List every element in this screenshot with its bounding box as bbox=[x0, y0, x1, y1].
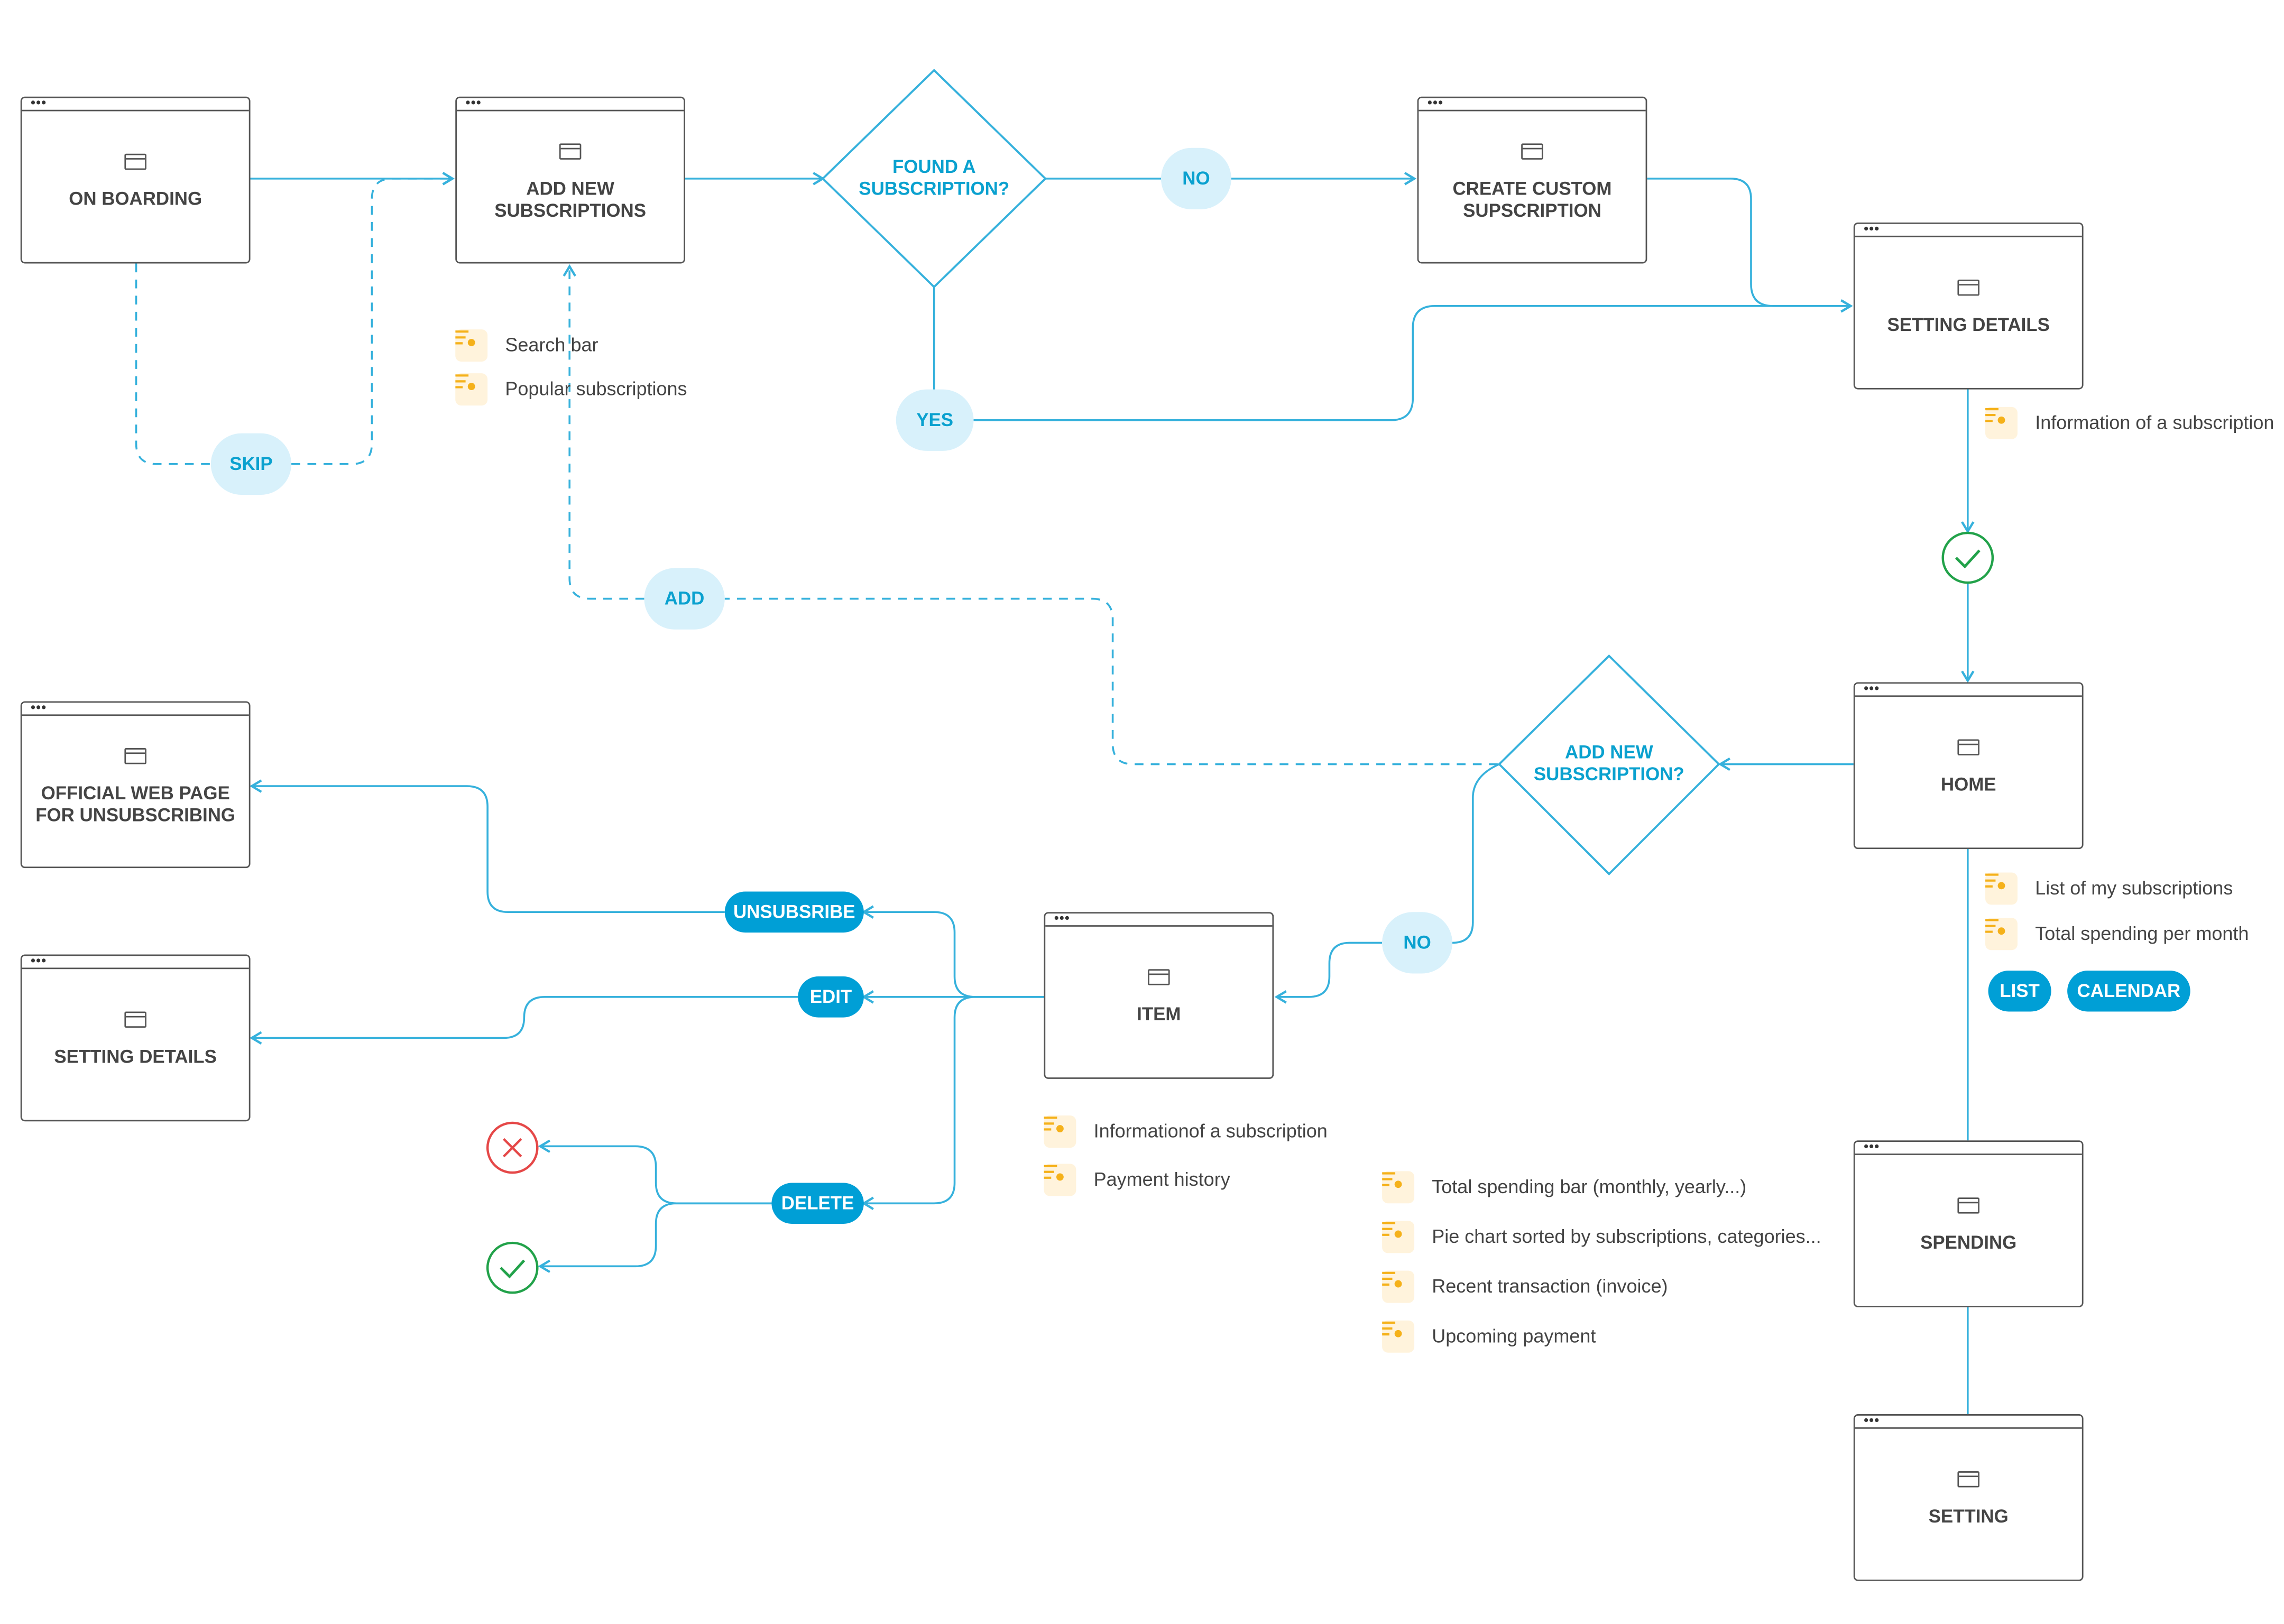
edge-label-add[interactable]: ADD bbox=[644, 568, 725, 630]
screen-label: ADD NEW SUBSCRIPTIONS bbox=[494, 178, 646, 222]
edge-no-item bbox=[1274, 942, 1383, 1004]
note-list-icon bbox=[1382, 1221, 1415, 1253]
window-icon bbox=[1148, 969, 1170, 985]
edge-add-addnew bbox=[563, 264, 644, 600]
window-icon bbox=[1957, 1197, 1979, 1214]
screen-label: SETTING DETAILS bbox=[1887, 315, 2050, 336]
screen-label: ON BOARDING bbox=[69, 189, 202, 209]
screen-label: ITEM bbox=[1137, 1004, 1181, 1025]
note-list-icon bbox=[455, 373, 488, 406]
delete-button[interactable]: DELETE bbox=[771, 1183, 864, 1224]
edge-delete-cancel bbox=[538, 1139, 772, 1205]
decision-found-diamond bbox=[821, 69, 1047, 289]
edge-skip-addnew bbox=[291, 172, 455, 465]
screen-setting-details-bottom: ••• SETTING DETAILS bbox=[20, 954, 251, 1122]
unsubscribe-button[interactable]: UNSUBSRIBE bbox=[724, 891, 864, 933]
calendar-button[interactable]: CALENDAR bbox=[2067, 970, 2190, 1012]
check-circle-icon bbox=[486, 1241, 539, 1294]
edge-custom-settingdetails bbox=[1647, 178, 1853, 313]
edge-delete-confirm bbox=[538, 1202, 772, 1274]
edge-edit-settingdetails bbox=[250, 996, 798, 1045]
screen-label: CREATE CUSTOM SUPSCRIPTION bbox=[1452, 178, 1612, 222]
note-list-icon bbox=[1044, 1164, 1076, 1196]
window-icon bbox=[1957, 1471, 1979, 1488]
window-icon bbox=[1521, 143, 1543, 160]
window-icon bbox=[1957, 279, 1979, 296]
note-list-icon bbox=[1985, 918, 2018, 951]
screen-spending: ••• SPENDING bbox=[1853, 1140, 2084, 1307]
screen-onboarding: ••• ON BOARDING bbox=[20, 96, 251, 264]
note-list-icon bbox=[455, 329, 488, 362]
edge-unsub-webpage bbox=[250, 779, 725, 914]
screen-setting-details-top: ••• SETTING DETAILS bbox=[1853, 222, 2084, 390]
edge-item-unsubscribe bbox=[861, 905, 1044, 998]
note-list-icon bbox=[1382, 1320, 1415, 1353]
decision-found-label: FOUND A SUBSCRIPTION? bbox=[859, 156, 1010, 199]
x-circle-icon bbox=[486, 1121, 539, 1174]
window-icon bbox=[124, 153, 146, 170]
screen-item: ••• ITEM bbox=[1044, 911, 1274, 1079]
screen-label: HOME bbox=[1940, 774, 1996, 795]
window-icon bbox=[1957, 739, 1979, 755]
list-button[interactable]: LIST bbox=[1988, 970, 2051, 1012]
note-list-icon bbox=[1044, 1115, 1076, 1148]
note-list-icon bbox=[1985, 407, 2018, 439]
note-list-icon bbox=[1382, 1171, 1415, 1204]
window-icon bbox=[559, 143, 582, 160]
note-list-icon bbox=[1985, 872, 2018, 905]
edge-onboarding-skip bbox=[135, 263, 211, 465]
window-icon bbox=[124, 1011, 146, 1028]
check-circle-icon bbox=[1941, 531, 1994, 584]
screen-home: ••• HOME bbox=[1853, 681, 2084, 850]
edge-label-yes[interactable]: YES bbox=[896, 389, 974, 451]
edge-label-no[interactable]: NO bbox=[1382, 912, 1453, 974]
edge-yes-settingdetails bbox=[973, 299, 1853, 421]
screen-label: SETTING bbox=[1928, 1506, 2009, 1527]
screen-add-new-subscriptions: ••• ADD NEW SUBSCRIPTIONS bbox=[455, 96, 685, 264]
edge-decision2-add bbox=[724, 597, 1498, 765]
decision-add-label: ADD NEW SUBSCRIPTION? bbox=[1533, 742, 1684, 785]
screen-label: SPENDING bbox=[1920, 1232, 2017, 1253]
edit-button[interactable]: EDIT bbox=[798, 976, 864, 1018]
screen-create-custom: ••• CREATE CUSTOM SUPSCRIPTION bbox=[1417, 96, 1647, 264]
screen-official-web-page: ••• OFFICIAL WEB PAGE FOR UNSUBSCRIBING bbox=[20, 700, 251, 869]
edge-label-no[interactable]: NO bbox=[1161, 147, 1231, 209]
edge-item-delete bbox=[861, 996, 1044, 1210]
screen-label: OFFICIAL WEB PAGE FOR UNSUBSCRIBING bbox=[35, 783, 236, 826]
edge-decision2-no bbox=[1452, 763, 1500, 944]
edge-label-skip[interactable]: SKIP bbox=[210, 433, 292, 495]
note-list-icon bbox=[1382, 1270, 1415, 1303]
screen-label: SETTING DETAILS bbox=[54, 1046, 217, 1067]
window-icon bbox=[124, 748, 146, 764]
screen-setting: ••• SETTING bbox=[1853, 1414, 2084, 1581]
decision-add-diamond bbox=[1497, 654, 1720, 875]
